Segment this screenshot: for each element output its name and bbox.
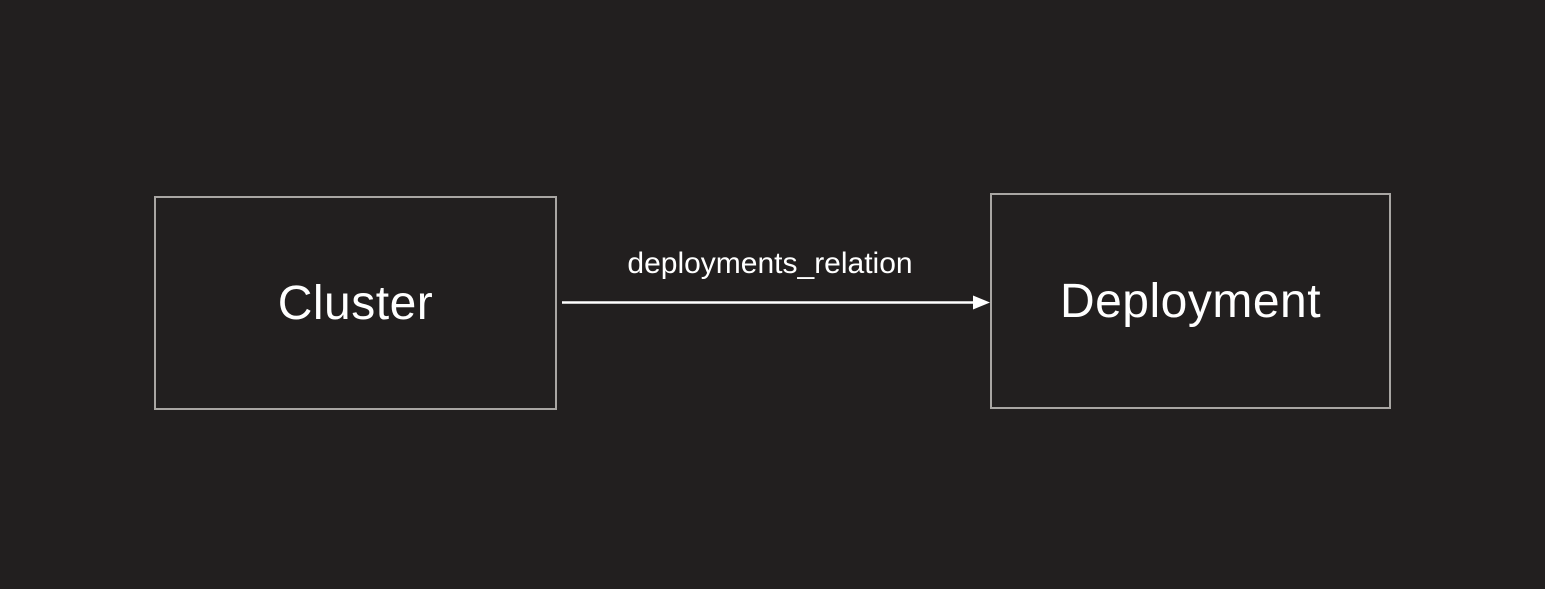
relation-arrow[interactable]: [562, 295, 990, 310]
relation-label[interactable]: deployments_relation: [627, 247, 913, 280]
relation-arrowhead-icon: [973, 295, 990, 310]
node-cluster-label: Cluster: [277, 276, 434, 330]
node-deployment-label: Deployment: [1059, 274, 1322, 328]
node-deployment[interactable]: Deployment: [990, 193, 1391, 409]
node-cluster[interactable]: Cluster: [154, 196, 557, 410]
